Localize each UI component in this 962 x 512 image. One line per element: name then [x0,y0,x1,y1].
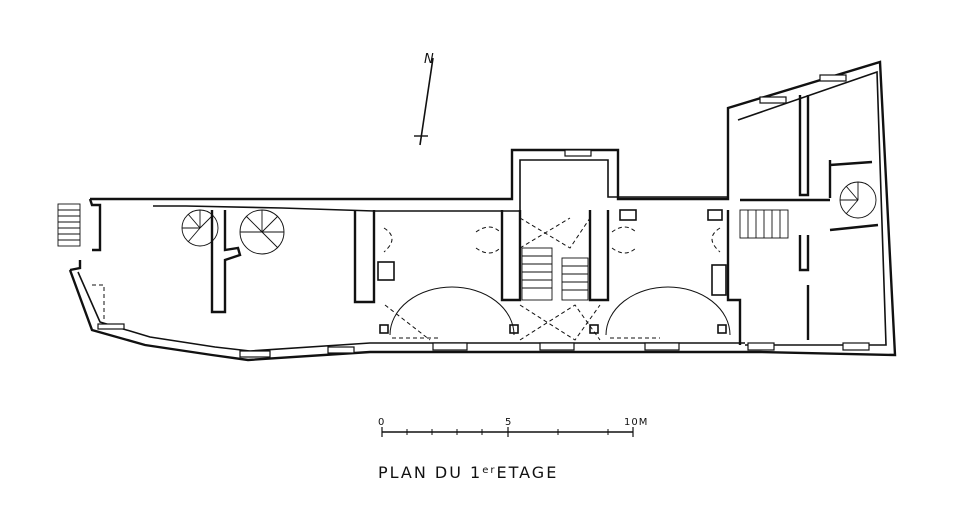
svg-text:PLAN DU 1erETAGE: PLAN DU 1erETAGE [378,463,558,482]
door-swings [383,217,721,341]
plan-title: PLAN DU 1erETAGE [378,463,558,482]
windows [97,74,870,358]
outer-walls [68,60,897,362]
title-main: PLAN DU 1 [378,463,482,482]
scale-tick-0: 0 [378,417,385,428]
title-suffix: ETAGE [497,463,559,482]
scale-bar: 0 5 10M [378,417,648,437]
interior-walls [92,95,879,345]
arches [389,286,731,336]
north-arrow: N [414,52,434,146]
scale-tick-5: 5 [505,417,512,428]
north-label: N [424,52,434,67]
scale-tick-10m: 10M [624,417,648,428]
stairs [57,181,877,301]
title-superscript: er [482,465,496,476]
